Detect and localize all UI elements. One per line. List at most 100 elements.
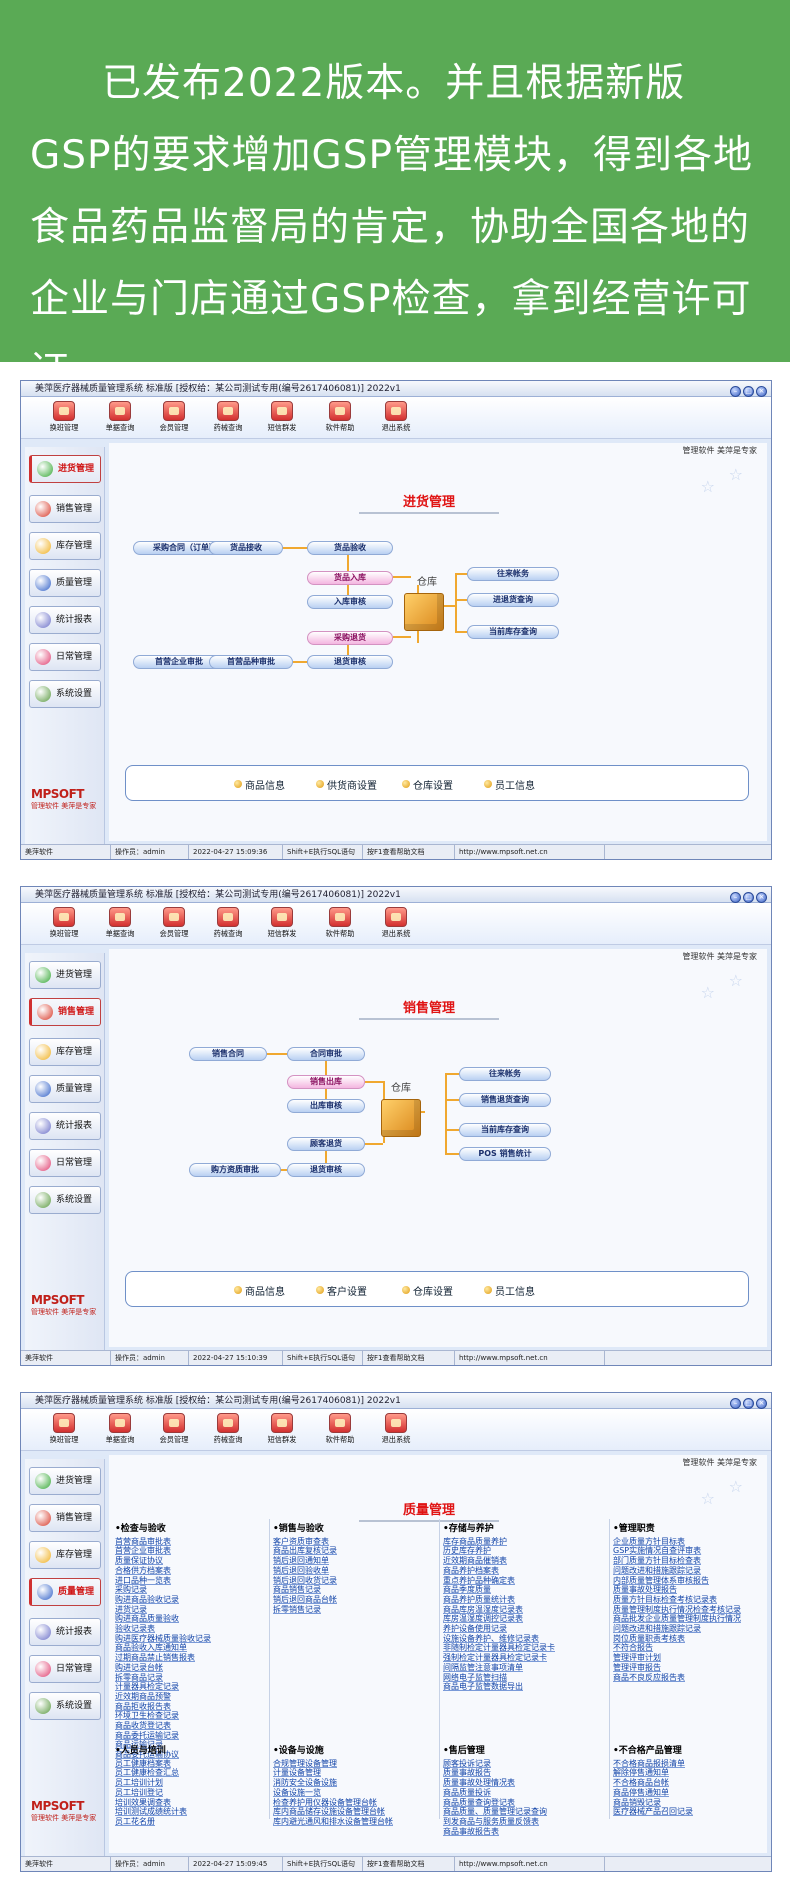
quick-link[interactable]: 仓库设置 bbox=[402, 1283, 453, 1298]
flow-node[interactable]: 往来帐务 bbox=[467, 567, 559, 581]
report-link[interactable]: 质量事故处理报告 bbox=[613, 1585, 677, 1595]
report-link[interactable]: 养护设备使用记录 bbox=[443, 1624, 507, 1634]
flow-node[interactable]: 货品入库 bbox=[307, 571, 393, 585]
flow-node[interactable]: 购方资质审批 bbox=[189, 1163, 281, 1177]
flow-node[interactable]: 采购退货 bbox=[307, 631, 393, 645]
report-link[interactable]: 质量事故处理情况表 bbox=[443, 1778, 515, 1788]
report-link[interactable]: GSP实施情况自查评审表 bbox=[613, 1546, 702, 1556]
toolbar-button[interactable]: 会员管理 bbox=[155, 907, 193, 943]
report-link[interactable]: 商品运输记录 bbox=[115, 1740, 163, 1750]
sidebar-item[interactable]: 质量管理 bbox=[29, 1075, 101, 1103]
report-link[interactable]: 重点养护品种确定表 bbox=[443, 1575, 515, 1585]
report-link[interactable]: 购进商品验收记录 bbox=[115, 1594, 179, 1604]
report-link[interactable]: 医疗器械产品召回记录 bbox=[613, 1807, 693, 1817]
quick-link[interactable]: 仓库设置 bbox=[402, 777, 453, 792]
report-link[interactable]: 培训测试成绩统计表 bbox=[115, 1807, 187, 1817]
report-link[interactable]: 购进商品质量验收 bbox=[115, 1614, 179, 1624]
flow-node[interactable]: 当前库存查询 bbox=[467, 625, 559, 639]
sidebar-item[interactable]: 系统设置 bbox=[29, 1692, 101, 1720]
minimize-icon[interactable]: – bbox=[730, 1398, 741, 1409]
toolbar-button[interactable]: 会员管理 bbox=[155, 401, 193, 437]
minimize-icon[interactable]: – bbox=[730, 386, 741, 397]
sidebar-item[interactable]: 质量管理 bbox=[29, 1578, 101, 1606]
report-link[interactable]: 强制检定计量器具检定记录卡 bbox=[443, 1653, 547, 1663]
sidebar-item[interactable]: 销售管理 bbox=[29, 1504, 101, 1532]
report-link[interactable]: 商品库房温湿度记录表 bbox=[443, 1604, 523, 1614]
report-link[interactable]: 消防安全设备设施 bbox=[273, 1778, 337, 1788]
report-link[interactable]: 购进记录台帐 bbox=[115, 1662, 163, 1672]
sidebar-item[interactable]: 进货管理 bbox=[29, 1467, 101, 1495]
report-link[interactable]: 非随制检定计量器具检定记录卡 bbox=[443, 1643, 555, 1653]
sidebar-item[interactable]: 统计报表 bbox=[29, 1112, 101, 1140]
report-link[interactable]: 商品收货登记表 bbox=[115, 1721, 171, 1731]
report-link[interactable]: 库存商品质量养护 bbox=[443, 1536, 507, 1546]
report-link[interactable]: 不合格商品报损清单 bbox=[613, 1758, 685, 1768]
close-icon[interactable]: × bbox=[756, 1398, 767, 1409]
report-link[interactable]: 合格供方档案表 bbox=[115, 1565, 171, 1575]
toolbar-button[interactable]: 药械查询 bbox=[209, 907, 247, 943]
report-link[interactable]: 库房温湿度调控记录表 bbox=[443, 1614, 523, 1624]
flow-node[interactable]: 当前库存查询 bbox=[459, 1123, 551, 1137]
report-link[interactable]: 拆零销售记录 bbox=[273, 1604, 321, 1614]
sidebar-item[interactable]: 统计报表 bbox=[29, 606, 101, 634]
report-link[interactable]: 问题改进和措施跟踪记录 bbox=[613, 1565, 701, 1575]
report-link[interactable]: 商品养护档案表 bbox=[443, 1565, 499, 1575]
report-link[interactable]: 网络电子监管扫描 bbox=[443, 1672, 507, 1682]
report-link[interactable]: 库内商品储存设施设备管理台帐 bbox=[273, 1807, 385, 1817]
flow-node[interactable]: 退货审核 bbox=[307, 655, 393, 669]
report-link[interactable]: 库内避光通风和排水设备管理台帐 bbox=[273, 1816, 393, 1826]
report-link[interactable]: 员工花名册 bbox=[115, 1816, 155, 1826]
flow-node[interactable]: 退货审核 bbox=[287, 1163, 365, 1177]
flow-node[interactable]: 销售合同 bbox=[189, 1047, 267, 1061]
report-link[interactable]: 验收记录表 bbox=[115, 1624, 155, 1634]
report-link[interactable]: 检查养护用仪器设备管理台帐 bbox=[273, 1797, 377, 1807]
sidebar-item[interactable]: 日常管理 bbox=[29, 1149, 101, 1177]
sidebar-item[interactable]: 库存管理 bbox=[29, 1541, 101, 1569]
report-link[interactable]: 商品出库复核记录 bbox=[273, 1546, 337, 1556]
report-link[interactable]: 环境卫生检查记录 bbox=[115, 1711, 179, 1721]
report-link[interactable]: 设施设备养护、维修记录表 bbox=[443, 1633, 539, 1643]
toolbar-button[interactable]: 软件帮助 bbox=[321, 1413, 359, 1449]
toolbar-button[interactable]: 短信群发 bbox=[263, 401, 301, 437]
report-link[interactable]: 企业质量方针目标表 bbox=[613, 1536, 685, 1546]
report-link[interactable]: 解除停售通知单 bbox=[613, 1768, 669, 1778]
maximize-icon[interactable]: □ bbox=[743, 1398, 754, 1409]
report-link[interactable]: 质量管理制度执行情况检查考核记录 bbox=[613, 1604, 741, 1614]
report-link[interactable]: 近效期商品催销表 bbox=[443, 1556, 507, 1566]
flow-node[interactable]: 首营品种审批 bbox=[209, 655, 293, 669]
report-link[interactable]: 商品销售记录 bbox=[273, 1585, 321, 1595]
report-link[interactable]: 商品验收入库通知单 bbox=[115, 1643, 187, 1653]
toolbar-button[interactable]: 短信群发 bbox=[263, 1413, 301, 1449]
report-link[interactable]: 销后退回通知单 bbox=[273, 1556, 329, 1566]
sidebar-item[interactable]: 进货管理 bbox=[29, 961, 101, 989]
report-link[interactable]: 购进医疗器械质量验收记录 bbox=[115, 1633, 211, 1643]
toolbar-button[interactable]: 换班管理 bbox=[45, 401, 83, 437]
flow-node[interactable]: 货品接收 bbox=[209, 541, 283, 555]
flow-node[interactable]: POS 销售统计 bbox=[459, 1147, 551, 1161]
toolbar-button[interactable]: 短信群发 bbox=[263, 907, 301, 943]
sidebar-item[interactable]: 系统设置 bbox=[29, 1186, 101, 1214]
report-link[interactable]: 商品销毁记录 bbox=[613, 1797, 661, 1807]
quick-link[interactable]: 客户设置 bbox=[316, 1283, 367, 1298]
sidebar-item[interactable]: 统计报表 bbox=[29, 1618, 101, 1646]
flow-node[interactable]: 顾客退货 bbox=[287, 1137, 365, 1151]
sidebar-item[interactable]: 系统设置 bbox=[29, 680, 101, 708]
report-link[interactable]: 质量事故报告 bbox=[443, 1768, 491, 1778]
report-link[interactable]: 商品拒收报告表 bbox=[115, 1701, 171, 1711]
report-link[interactable]: 商品批发企业质量管理制度执行情况 bbox=[613, 1614, 741, 1624]
toolbar-button[interactable]: 单据查询 bbox=[101, 401, 139, 437]
quick-link[interactable]: 商品信息 bbox=[234, 1283, 285, 1298]
report-link[interactable]: 岗位质量职责考核表 bbox=[613, 1633, 685, 1643]
sidebar-item[interactable]: 销售管理 bbox=[29, 495, 101, 523]
maximize-icon[interactable]: □ bbox=[743, 386, 754, 397]
report-link[interactable]: 不合格商品台帐 bbox=[613, 1778, 669, 1788]
sidebar-item[interactable]: 进货管理 bbox=[29, 455, 101, 483]
report-link[interactable]: 顾客投诉记录 bbox=[443, 1758, 491, 1768]
sidebar-item[interactable]: 销售管理 bbox=[29, 998, 101, 1026]
report-link[interactable]: 商品质量、质量管理记录查询 bbox=[443, 1807, 547, 1817]
report-link[interactable]: 部门质量方针目标检查表 bbox=[613, 1556, 701, 1566]
report-link[interactable]: 商品养护质量统计表 bbox=[443, 1594, 515, 1604]
report-link[interactable]: 销后退回验收单 bbox=[273, 1565, 329, 1575]
sidebar-item[interactable]: 日常管理 bbox=[29, 1655, 101, 1683]
report-link[interactable]: 管理评审报告 bbox=[613, 1662, 661, 1672]
